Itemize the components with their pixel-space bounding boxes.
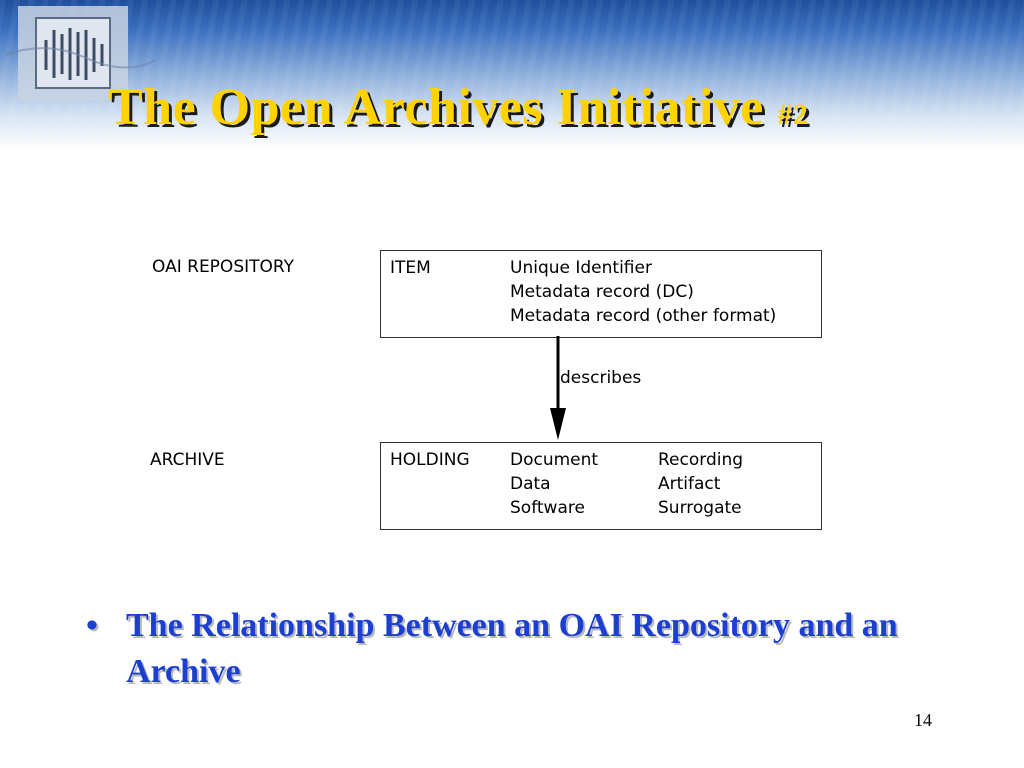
holding-item: Document bbox=[510, 450, 599, 470]
holding-box: HOLDING Document Data Software Recording… bbox=[380, 442, 822, 530]
title-text: The Open Archives Initiative bbox=[108, 79, 764, 136]
item-heading: ITEM bbox=[390, 258, 431, 278]
item-line: Unique Identifier bbox=[510, 258, 652, 278]
header-band bbox=[0, 0, 1024, 150]
bullet-text: The Relationship Between an OAI Reposito… bbox=[126, 607, 898, 690]
archive-label: ARCHIVE bbox=[150, 450, 225, 470]
holding-item: Software bbox=[510, 498, 585, 518]
item-line: Metadata record (other format) bbox=[510, 306, 777, 326]
item-box: ITEM Unique Identifier Metadata record (… bbox=[380, 250, 822, 338]
logo-waveform-icon bbox=[6, 6, 156, 100]
describes-arrow bbox=[550, 336, 566, 440]
holding-heading: HOLDING bbox=[390, 450, 470, 470]
bullet-marker: • bbox=[86, 607, 98, 644]
holding-item: Surrogate bbox=[658, 498, 742, 518]
item-line: Metadata record (DC) bbox=[510, 282, 694, 302]
page-title: The Open Archives Initiative #2 bbox=[108, 78, 808, 137]
arrow-label: describes bbox=[560, 368, 642, 388]
holding-item: Data bbox=[510, 474, 551, 494]
holding-item: Artifact bbox=[658, 474, 721, 494]
repository-label: OAI REPOSITORY bbox=[152, 257, 294, 277]
holding-item: Recording bbox=[658, 450, 744, 470]
page-number: 14 bbox=[914, 710, 932, 730]
title-number: #2 bbox=[777, 98, 809, 131]
